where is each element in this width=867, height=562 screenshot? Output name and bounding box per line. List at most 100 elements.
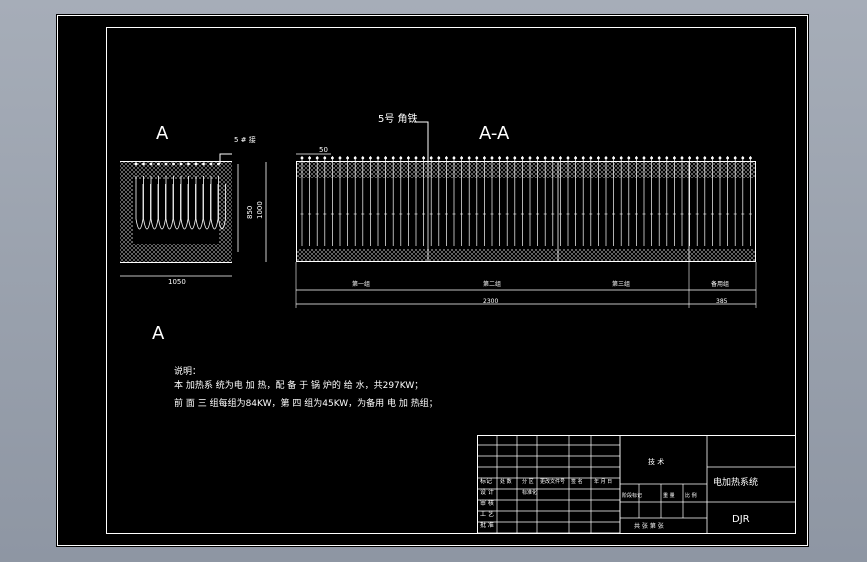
tube-terminal	[536, 156, 539, 160]
tb-row-mark: 标记	[480, 477, 492, 485]
tube-terminal	[673, 156, 676, 160]
notes-line-1: 本 加热系 统为电 加 热，配 备 于 锅 炉的 给 水，共297KW；	[174, 379, 423, 391]
section-dim-last: 385	[716, 298, 728, 305]
tube-terminal	[688, 156, 691, 160]
tube-terminal	[391, 156, 395, 160]
outer-border	[57, 15, 808, 546]
left-top-callout: 5 # 接	[234, 135, 256, 144]
tube-terminal	[695, 156, 699, 160]
tube-terminal	[475, 156, 479, 160]
tube-loop	[150, 176, 159, 230]
section-callout: 5号 角铁	[378, 112, 418, 125]
tube-terminal	[612, 156, 615, 160]
tube-terminal	[505, 156, 509, 160]
tb-h-zone: 分 区	[522, 478, 534, 485]
tb-h-date: 年 月 日	[594, 478, 612, 485]
tb-sheets: 共 张 第 张	[634, 522, 664, 530]
tb-row-check: 审 核	[480, 499, 494, 507]
tube-loop	[195, 176, 204, 230]
left-top-band	[120, 162, 232, 179]
view-label-a: A	[156, 123, 169, 144]
tube-terminal	[338, 156, 342, 160]
side-view-label: A	[152, 323, 165, 344]
tube-terminal	[353, 156, 357, 160]
tube-terminal	[308, 156, 311, 160]
tube-terminal	[467, 156, 471, 160]
tube-terminal	[157, 162, 160, 166]
tube-terminal	[604, 156, 608, 160]
tube-terminal	[749, 156, 752, 160]
tube-loop	[203, 176, 211, 230]
left-view: 5 # 接 1050 850 1000	[120, 135, 267, 286]
tube-terminal	[513, 156, 517, 160]
tb-h-count: 处 数	[500, 478, 512, 485]
tube-terminal	[711, 156, 714, 160]
tb-name: 电加热系统	[713, 476, 758, 488]
heater-tubes-left	[134, 162, 226, 230]
cad-drawing: A A-A A 5 # 接 1050 850 1000 5号 角铁 50 第一组…	[57, 15, 808, 546]
tube-terminal	[619, 156, 623, 160]
left-callout-leader	[219, 153, 232, 164]
tube-terminal	[718, 156, 722, 160]
tube-terminal	[551, 156, 555, 160]
notes-heading: 说明：	[174, 365, 201, 377]
tube-terminal	[300, 156, 304, 160]
tb-tech-req: 技 术	[648, 457, 664, 466]
tube-loop	[218, 176, 226, 230]
group-1-label: 第一组	[352, 280, 370, 288]
tube-terminal	[437, 156, 441, 160]
tb-h-sign: 签 名	[571, 478, 583, 485]
notes: 说明： 本 加热系 统为电 加 热，配 备 于 锅 炉的 给 水，共297KW；…	[174, 365, 438, 409]
tube-terminal	[528, 156, 532, 160]
section-callout-leader	[414, 121, 429, 162]
tube-terminal	[733, 156, 737, 160]
tube-loop	[135, 176, 144, 230]
tube-terminal	[172, 162, 175, 166]
tube-terminal	[657, 156, 661, 160]
tube-terminal	[399, 156, 403, 160]
tube-loop	[165, 176, 174, 230]
tube-loop	[210, 176, 219, 230]
tube-terminal	[194, 162, 198, 166]
tube-terminal	[543, 156, 547, 160]
heater-tubes-section	[300, 156, 752, 246]
inner-frame	[106, 27, 796, 534]
tb-grid	[477, 435, 684, 534]
tube-terminal	[164, 162, 168, 166]
tb-h-stage-label: 阶段标记	[622, 492, 642, 499]
section-dim-top: 50	[319, 146, 328, 154]
tube-terminal	[627, 156, 631, 160]
title-block: 技 术 电加热系统 DJR 标记 设 计 审 核 工 艺 批 准 处 数 分 区…	[477, 435, 796, 534]
tube-terminal	[315, 156, 319, 160]
view-label-section: A-A	[479, 123, 510, 144]
tube-loop	[173, 176, 181, 230]
tube-loop	[180, 176, 189, 230]
tube-terminal	[498, 156, 501, 160]
tb-row-process: 工 艺	[480, 510, 494, 518]
section-dim-total: 2300	[483, 298, 498, 305]
section-top-band	[296, 162, 756, 178]
section-frame	[296, 161, 756, 262]
tube-terminal	[650, 156, 653, 160]
tube-terminal	[597, 156, 600, 160]
tube-terminal	[209, 162, 213, 166]
tube-terminal	[703, 156, 707, 160]
notes-line-2: 前 面 三 组每组为84KW，第 四 组为45KW，为备用 电 加 热组；	[174, 397, 438, 409]
group-4-label: 备用组	[711, 280, 729, 288]
tube-terminal	[452, 156, 456, 160]
tube-terminal	[521, 156, 524, 160]
tube-terminal	[384, 156, 387, 160]
tube-terminal	[331, 156, 334, 160]
tube-terminal	[642, 156, 646, 160]
tube-terminal	[581, 156, 585, 160]
left-dim-bottom: 1050	[168, 278, 186, 286]
tb-h-weight: 重 量	[663, 492, 675, 499]
tube-terminal	[490, 156, 494, 160]
tube-terminal	[589, 156, 593, 160]
tube-terminal	[407, 156, 410, 160]
tube-terminal	[559, 156, 562, 160]
tb-row-approve: 批 准	[480, 521, 494, 529]
tb-row-design: 设 计	[480, 488, 494, 496]
tube-terminal	[566, 156, 570, 160]
tube-terminal	[361, 156, 365, 160]
